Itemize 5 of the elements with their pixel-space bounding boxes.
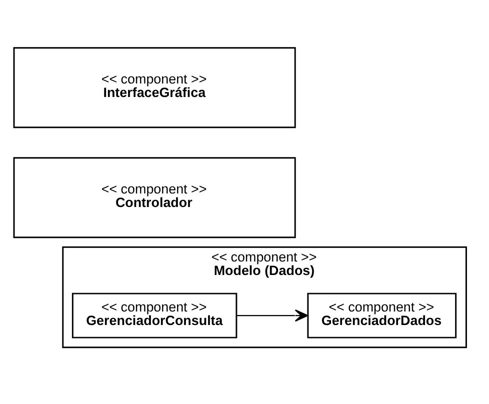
node-box: << component >> GerenciadorConsulta	[71, 292, 237, 338]
node-box: << component >> Controlador	[12, 156, 296, 238]
node-box: << component >> InterfaceGráfica	[12, 46, 296, 128]
node-box: << component >> GerenciadorDados	[306, 292, 456, 338]
arrow	[236, 308, 308, 322]
